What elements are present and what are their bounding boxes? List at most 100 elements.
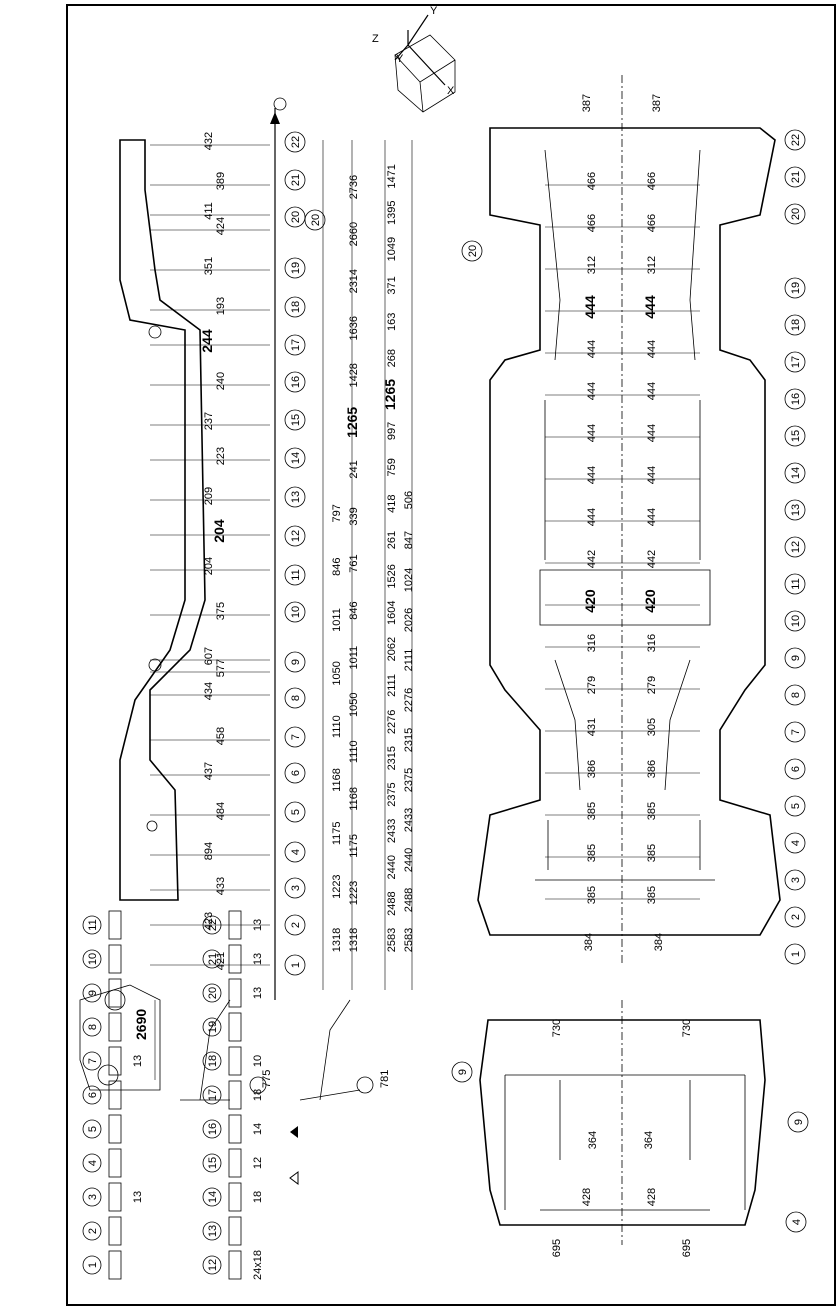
ub-half-left-15: 386 — [586, 760, 598, 778]
legend-col2-bolt-icon-12 — [228, 1250, 242, 1280]
ub-half-left-7: 444 — [586, 424, 598, 442]
legend-col1-bolt-icon-4 — [108, 1148, 122, 1178]
point-marker-12 — [284, 525, 306, 547]
vertical-dim-17: 434 — [203, 682, 215, 700]
front-panel-outline — [479, 1019, 766, 1226]
ub-half-right-5: 444 — [646, 340, 658, 358]
legend-col2-marker-20 — [202, 983, 222, 1003]
vertical-dim-2: 389 — [215, 172, 227, 190]
legend-col2-spec-22: 13 — [252, 919, 264, 931]
x_bottom_row1-value-12: 261 — [386, 531, 398, 549]
dim-775: 775 — [261, 1070, 273, 1088]
point-marker-20 — [284, 206, 306, 228]
ub-half-right-6: 444 — [646, 382, 658, 400]
point-label-10-9: 10 — [290, 606, 302, 618]
ub-callout-label-18: 5 — [790, 803, 802, 809]
front-callout-label-0: 9 — [457, 1069, 469, 1075]
point-label-15-14: 15 — [290, 414, 302, 426]
ub-callout-marker-8 — [784, 425, 806, 447]
x_bottom_row1-value-15: 997 — [386, 422, 398, 440]
x_mid_row-value-11: 241 — [348, 460, 360, 478]
ub-callout-marker-18 — [784, 795, 806, 817]
legend-col2-bolt-icon-19 — [228, 1012, 242, 1042]
x_mid_row-value-8: 846 — [348, 601, 360, 619]
vertical-dim-4: 424 — [215, 217, 227, 235]
x_mid_row-value-3: 1175 — [348, 834, 360, 858]
legend-col1-bolt-icon-3 — [108, 1182, 122, 1212]
legend-col2-marker-18 — [202, 1051, 222, 1071]
legend-col1-bolt-icon-1 — [108, 1250, 122, 1280]
point-label-20-19: 20 — [290, 211, 302, 223]
x_bottom_row2-value-8: 2111 — [403, 649, 415, 672]
ub-half-right-17: 385 — [646, 844, 658, 862]
ub-callout-label-3: 20 — [467, 245, 479, 257]
x_bottom_row2-value-7: 2276 — [403, 688, 415, 712]
ub-callout-marker-12 — [784, 573, 806, 595]
vertical-dim-19: 437 — [203, 762, 215, 780]
front-callout-marker-2 — [785, 1211, 807, 1233]
side-frame-rail — [119, 139, 206, 901]
point-label-18-17: 18 — [290, 301, 302, 313]
ub-callout-marker-5 — [784, 314, 806, 336]
front-dim-4: 364 — [643, 1131, 655, 1149]
legend-col2-bolt-icon-14 — [228, 1182, 242, 1212]
ub-half-left-14: 431 — [586, 718, 598, 736]
legend-col2-bolt-icon-17 — [228, 1080, 242, 1110]
legend-col1-number-4: 4 — [87, 1160, 99, 1166]
legend-col2-number-18: 18 — [207, 1055, 219, 1067]
ub-half-left-6: 444 — [586, 382, 598, 400]
legend-col2-marker-21 — [202, 949, 222, 969]
point-label-19-18: 19 — [290, 262, 302, 274]
point-marker-14 — [284, 447, 306, 469]
x_top_row-value-6: 1050 — [331, 661, 343, 685]
legend-col1-marker-11 — [82, 915, 102, 935]
ub-callout-marker-3 — [461, 240, 483, 262]
legend-col1-number-11: 11 — [87, 919, 99, 930]
x_bottom_row1-value-22: 1471 — [386, 164, 398, 188]
point-marker-6 — [284, 762, 306, 784]
x_mid_row-value-9: 761 — [348, 554, 360, 572]
point-marker-8 — [284, 687, 306, 709]
wheelbase-dim: 2690 — [133, 1009, 149, 1040]
legend-col2-spec-21: 13 — [252, 953, 264, 965]
vertical-dim-11: 209 — [203, 487, 215, 505]
ub-callout-label-15: 8 — [790, 692, 802, 698]
ub-callout-marker-2 — [784, 203, 806, 225]
ub-callout-marker-13 — [784, 610, 806, 632]
front-dim-5: 428 — [581, 1188, 593, 1206]
legend-col1-bolt-icon-10 — [108, 944, 122, 974]
point-marker-10 — [284, 601, 306, 623]
ub-callout-marker-4 — [784, 277, 806, 299]
axis-indicator: Z Y Y X — [372, 5, 456, 113]
legend-col2-spec-15: 12 — [252, 1157, 264, 1169]
point-label-7-6: 7 — [290, 734, 302, 740]
legend-col2-number-12: 12 — [207, 1259, 219, 1271]
x_top_row-value-4: 1168 — [331, 768, 343, 792]
vertical-dim-6: 193 — [215, 297, 227, 315]
x_bottom_row1-value-6: 2315 — [386, 746, 398, 770]
legend-col2-number-20: 20 — [207, 987, 219, 999]
legend-col2-bolt-icon-16 — [228, 1114, 242, 1144]
x_top_row-value-5: 1110 — [331, 715, 343, 738]
front-dim-8: 695 — [681, 1239, 693, 1257]
ub-half-right-1: 466 — [646, 172, 658, 190]
point-label-14-13: 14 — [290, 452, 302, 464]
vertical-dim-23: 423 — [203, 912, 215, 930]
legend-col1-number-2: 2 — [87, 1228, 99, 1234]
ub-half-left-18: 385 — [586, 886, 598, 904]
legend-col2-marker-13 — [202, 1221, 222, 1241]
ub-callout-marker-14 — [784, 647, 806, 669]
x_bottom_row1-value-17: 268 — [386, 349, 398, 367]
point-label-11-10: 11 — [290, 569, 302, 580]
legend-col2-bolt-icon-18 — [228, 1046, 242, 1076]
x_mid_row-value-6: 1050 — [348, 692, 360, 716]
x_bottom_row1-value-1: 2583 — [386, 928, 398, 952]
x_bottom_row1-value-8: 2111 — [386, 674, 398, 697]
legend-col1-bolt-icon-11 — [108, 910, 122, 940]
ub-half-right-8: 444 — [646, 466, 658, 484]
ub-half-right-13: 279 — [646, 676, 658, 694]
ub-callout-marker-16 — [784, 721, 806, 743]
ub-callout-label-22: 1 — [790, 951, 802, 957]
ub-half-right-3: 312 — [646, 256, 658, 274]
